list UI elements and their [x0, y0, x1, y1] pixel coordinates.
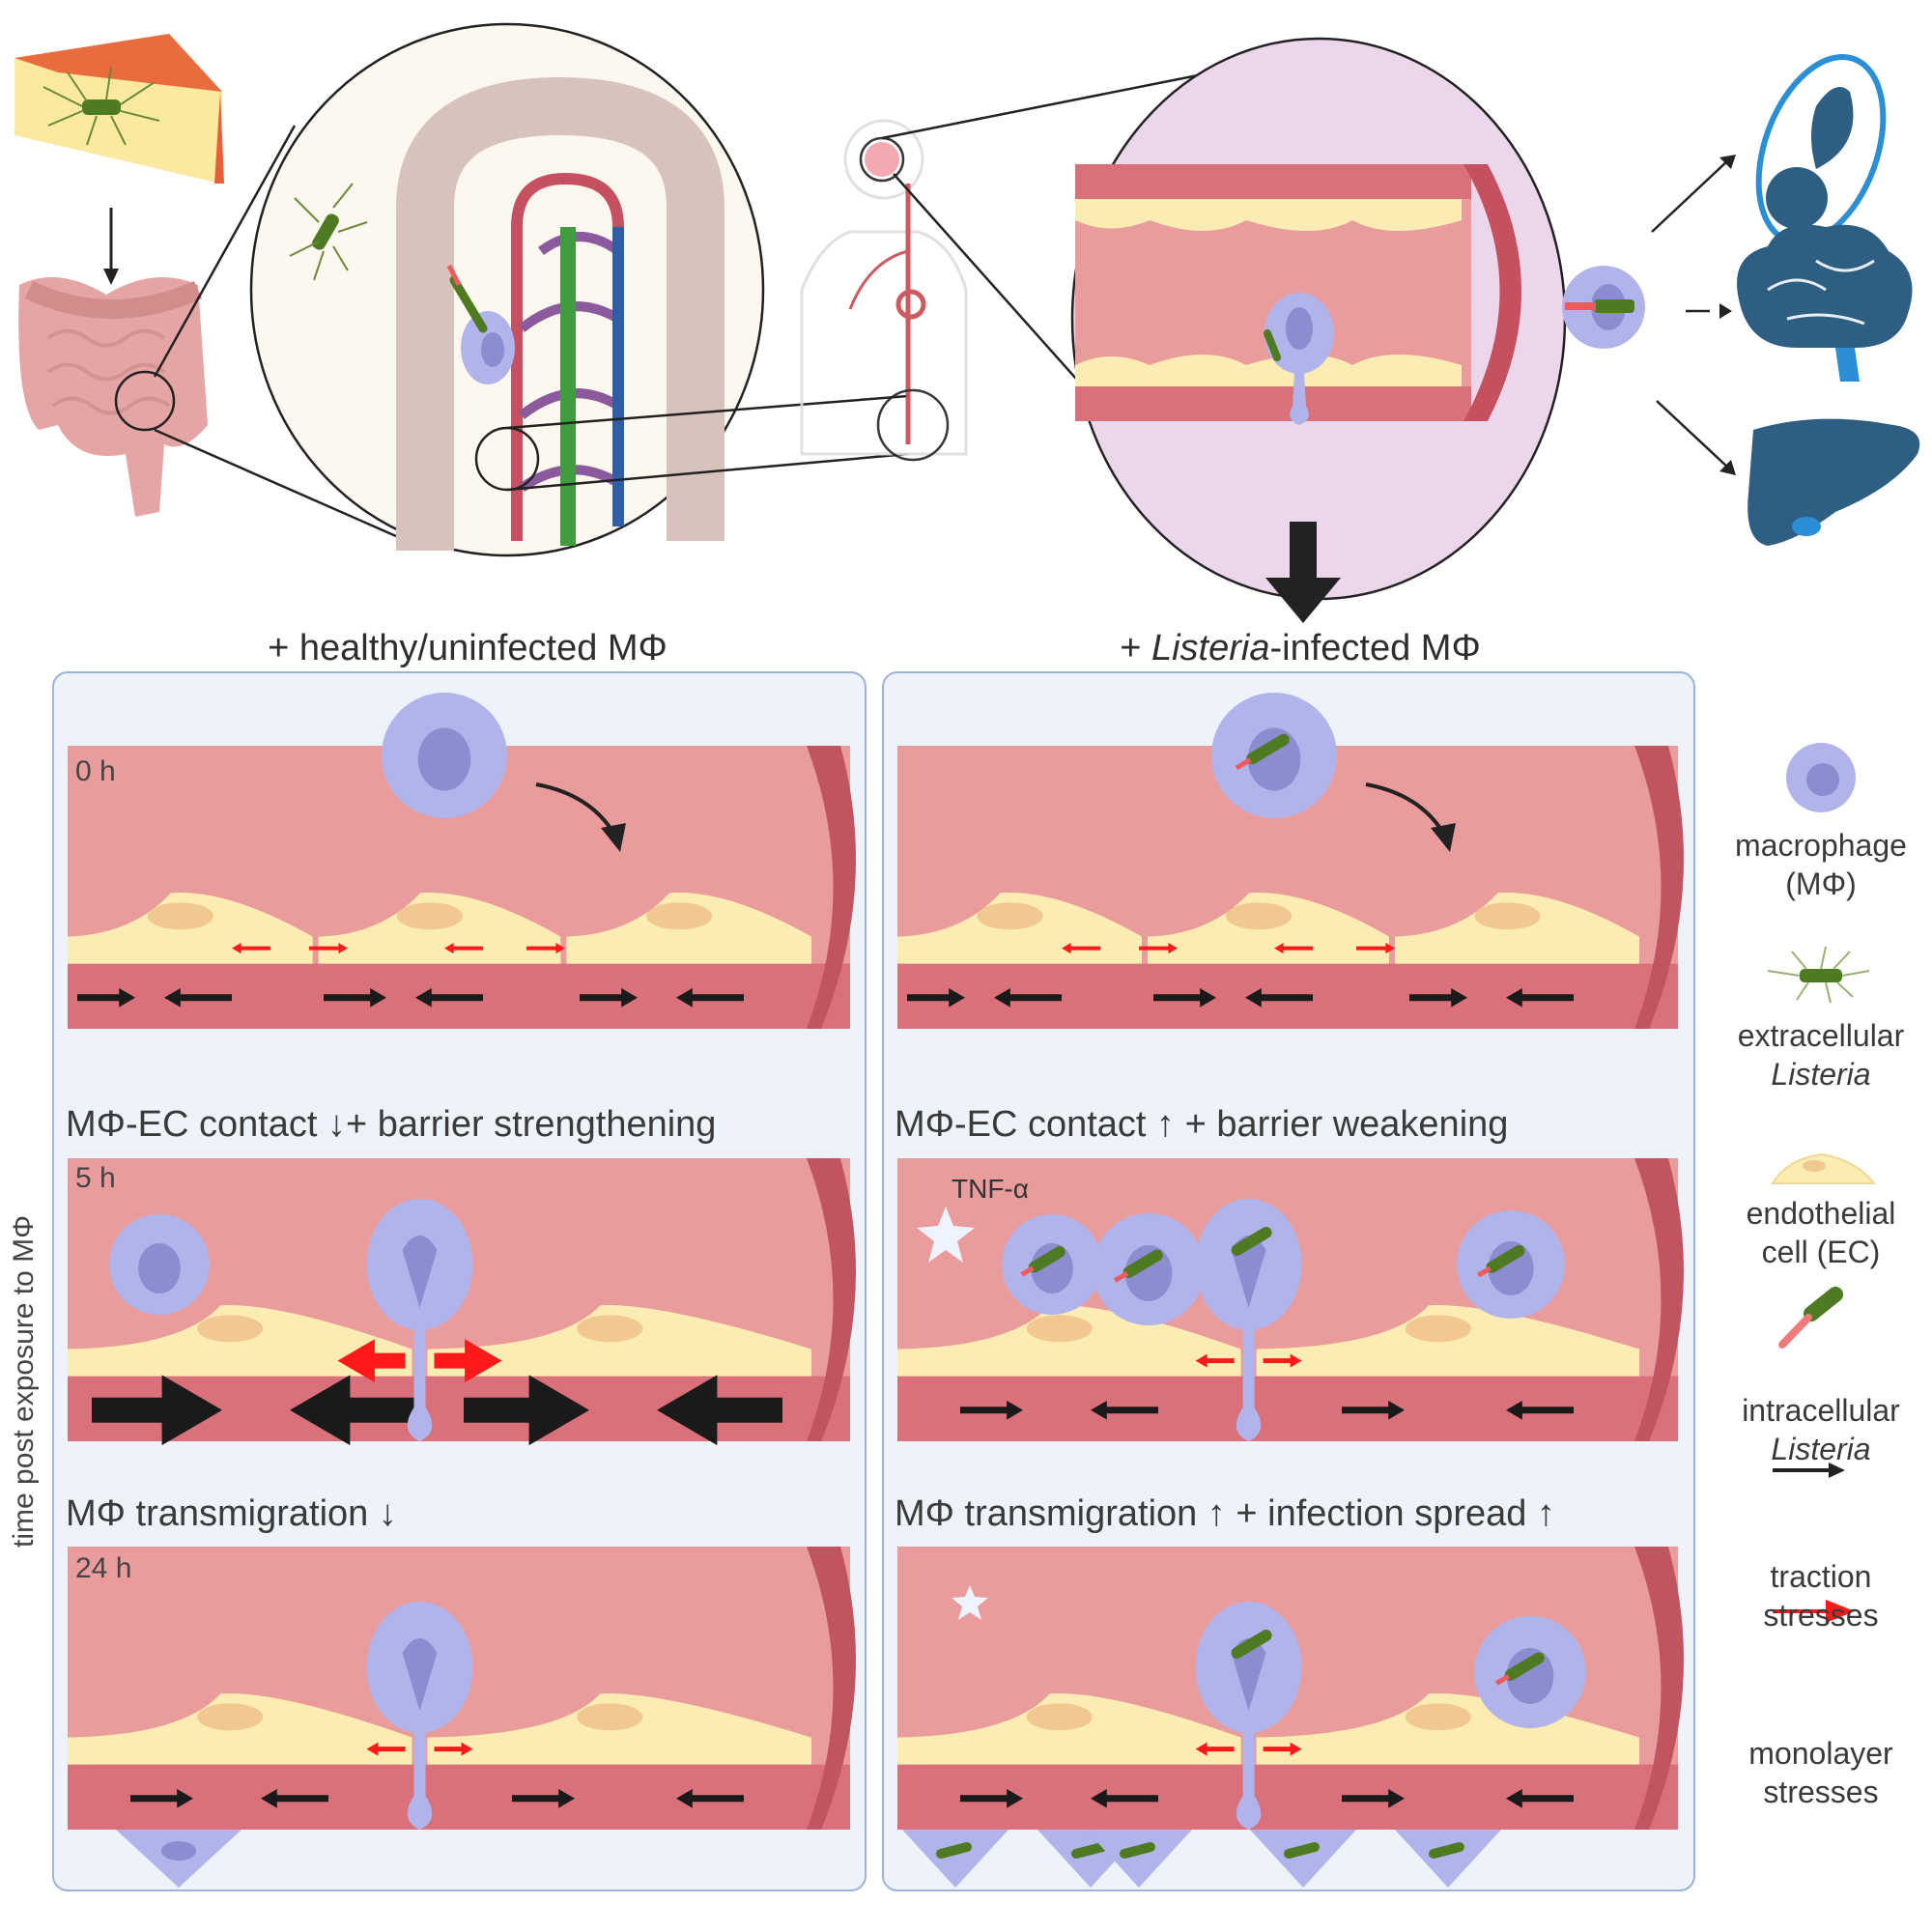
extravasated-macrophage — [1250, 1830, 1356, 1888]
tnf-alpha-label: TNF-α — [952, 1174, 1029, 1204]
big-down-arrow — [1265, 522, 1341, 623]
extravasated-macrophage — [1395, 1830, 1501, 1888]
legend-macrophage: macrophage(MΦ) — [1735, 828, 1907, 901]
liver-icon — [1747, 418, 1920, 546]
endothelial-cell-icon — [1771, 1152, 1877, 1184]
human-body-icon — [800, 119, 968, 462]
tnf-alpha-star-icon — [917, 1207, 975, 1263]
macrophage-icon — [1786, 743, 1856, 812]
villus-magnified-circle — [249, 22, 765, 557]
condition-label-uninfected: + healthy/uninfected MΦ — [268, 628, 668, 668]
right-row-label-5h: MΦ-EC contact ↑ + barrier weakening — [895, 1104, 1509, 1145]
extravasated-macrophage — [1086, 1830, 1192, 1888]
brain-icon — [1737, 224, 1913, 382]
right-row-label-24h: MΦ transmigration ↑ + infection spread ↑ — [895, 1493, 1555, 1534]
extravasated-macrophage — [902, 1830, 1009, 1888]
condition-suffix: -infected MΦ — [1269, 628, 1481, 668]
intestine-icon — [18, 277, 208, 517]
dissemination-arrows — [1651, 158, 1730, 469]
intracellular-listeria-icon — [1778, 1287, 1843, 1349]
left-row-label-5h: MΦ-EC contact ↓+ barrier strengthening — [66, 1104, 717, 1145]
vessel-magnified-circle — [1070, 37, 1567, 601]
extracellular-listeria-icon — [1767, 946, 1870, 1004]
left-row-label-24h: MΦ transmigration ↓ — [66, 1493, 397, 1534]
infected-macrophage-icon — [1562, 266, 1645, 349]
vessel-cut-edge — [807, 746, 856, 1029]
tnf-alpha-star-icon — [952, 1585, 988, 1620]
condition-label-infected: + Listeria-infected MΦ — [1120, 628, 1481, 669]
timepoint-5h: 5 h — [75, 1162, 116, 1194]
top-illustration — [14, 22, 1920, 623]
cheese-icon — [14, 34, 224, 184]
timepoint-24h: 24 h — [75, 1552, 132, 1584]
monolayer-arrow-icon — [1773, 1600, 1855, 1623]
vessel-cut-edge — [1634, 1158, 1684, 1441]
vessel-cut-edge — [807, 1547, 856, 1830]
traction-arrow-icon — [1773, 1463, 1845, 1478]
condition-prefix: + — [1120, 628, 1151, 668]
timepoint-0h: 0 h — [75, 755, 116, 787]
vessel-cut-edge — [1634, 1547, 1684, 1830]
vessel-cut-edge — [1634, 746, 1684, 1029]
vessel-cut-edge — [807, 1158, 856, 1441]
condition-italic: Listeria — [1151, 628, 1270, 668]
